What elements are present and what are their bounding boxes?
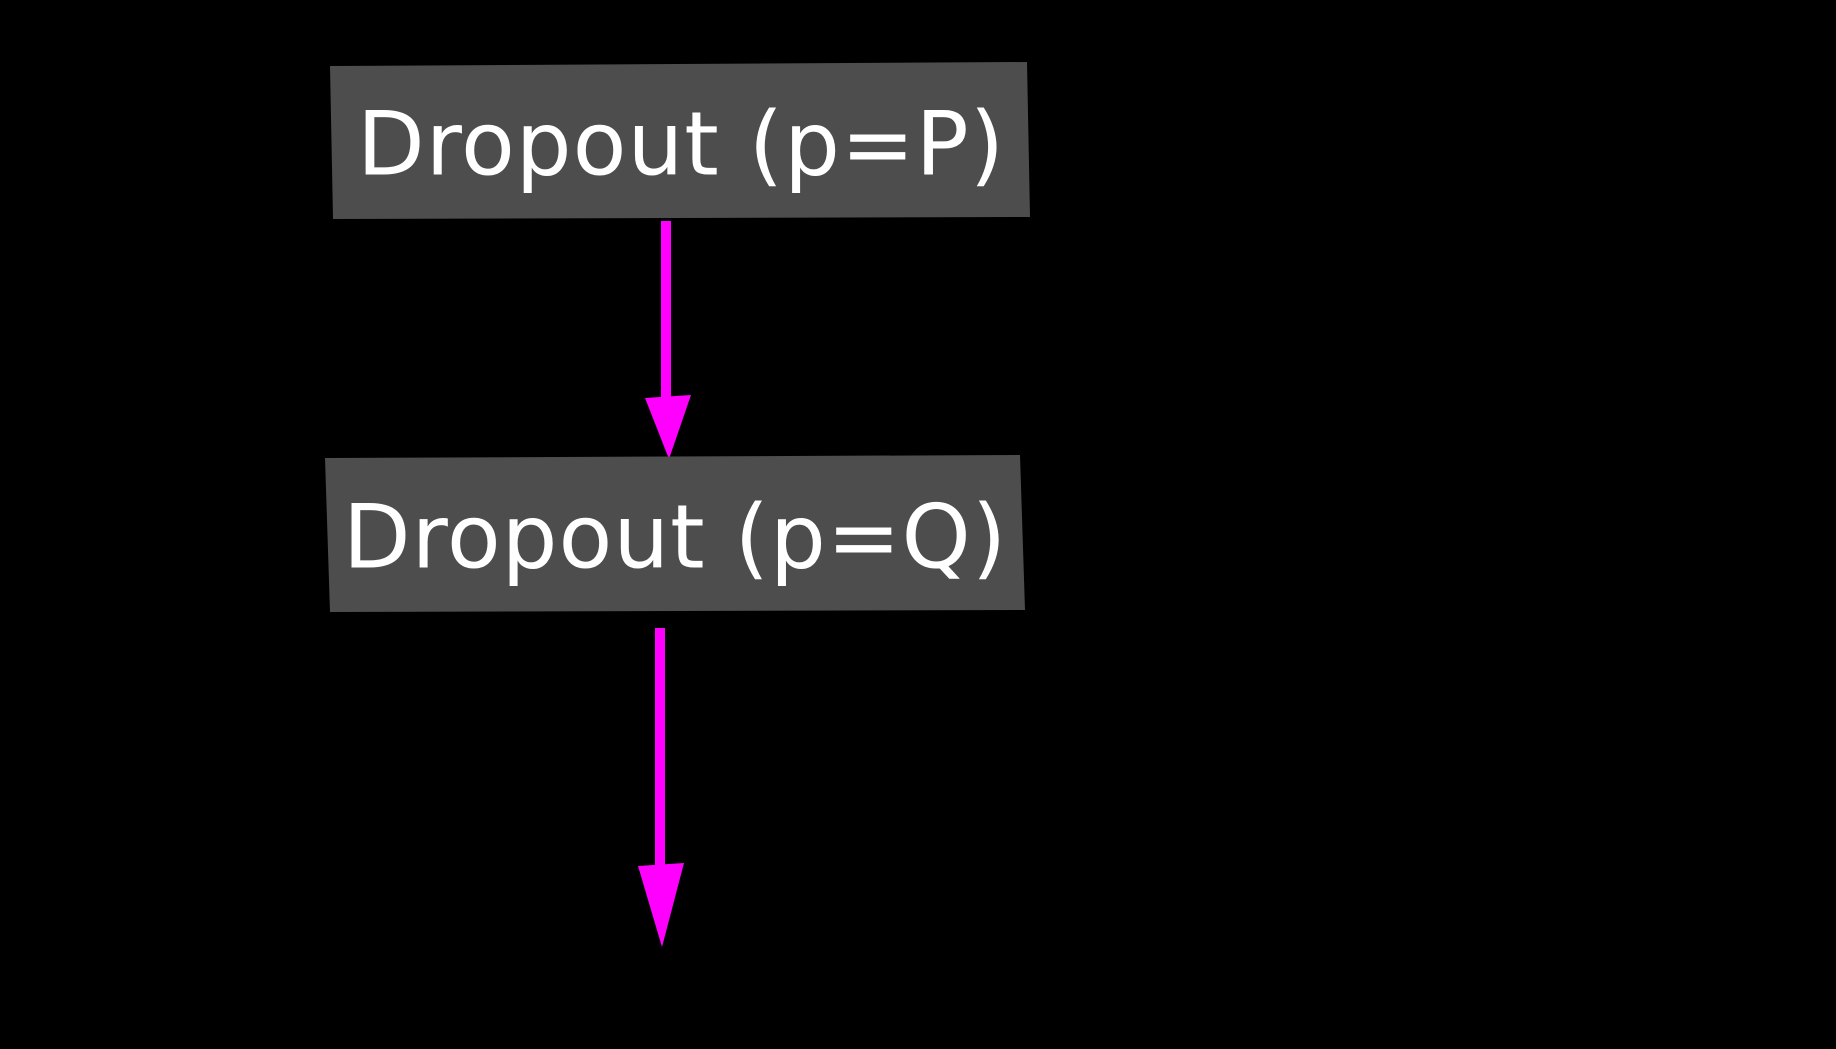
node-dropout-q-label: Dropout (p=Q) [343,486,1007,589]
node-dropout-p [330,62,1030,219]
edge-dropout-q-output [638,628,684,947]
node-group-dropout-q: Dropout (p=Q) [325,455,1025,612]
edge-dropout-p-to-dropout-q [645,221,691,459]
edge-shaft [661,221,671,399]
edge-arrowhead [645,395,691,459]
edge-arrowhead [638,863,684,947]
edge-shaft [655,628,665,866]
node-dropout-p-label: Dropout (p=P) [357,93,1005,196]
node-dropout-q [325,455,1025,612]
node-group-dropout-p: Dropout (p=P) [330,62,1030,219]
